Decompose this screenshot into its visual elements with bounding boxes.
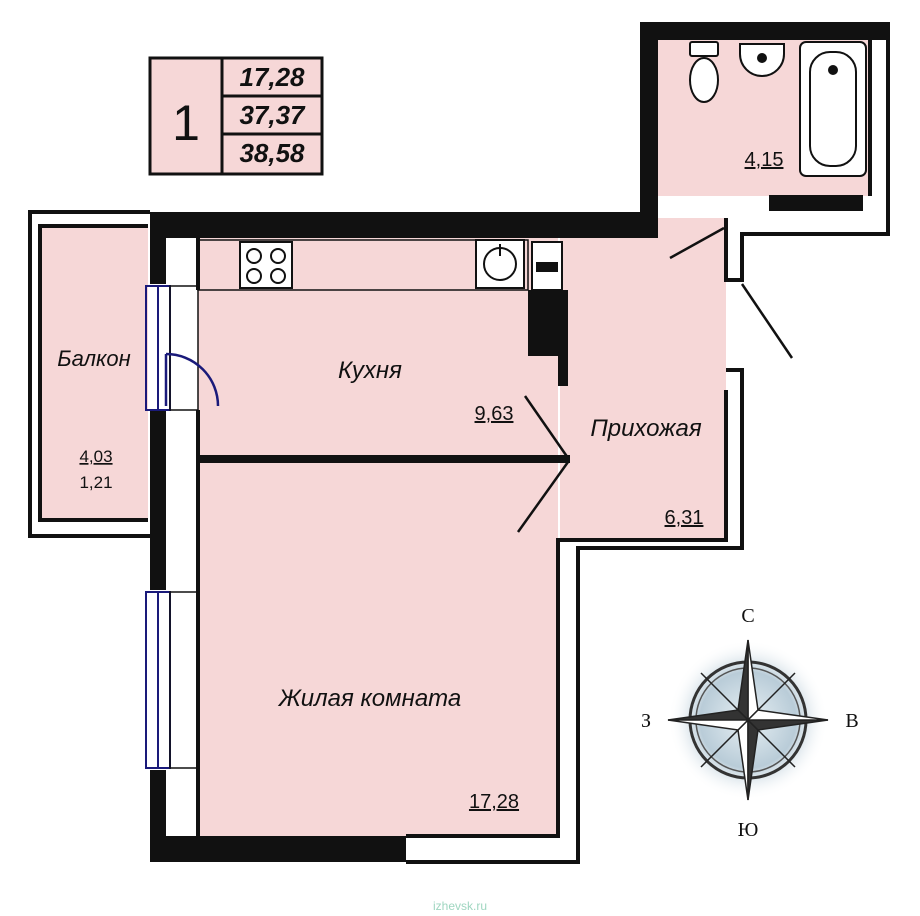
rooms-count: 1 — [172, 95, 200, 151]
bathtub-icon — [799, 41, 867, 177]
living-room-floor — [198, 462, 558, 836]
kitchen-area: 9,63 — [475, 403, 514, 425]
balcony-name: Балкон — [57, 346, 130, 371]
living-room-area: 17,28 — [469, 791, 519, 813]
compass-south: Ю — [738, 819, 759, 841]
room-fills — [40, 40, 870, 836]
living-room-name: Жилая комната — [278, 685, 461, 712]
balcony-reduced-area: 1,21 — [79, 473, 112, 492]
bathroom-door — [669, 226, 725, 260]
balcony-door-swing — [165, 352, 220, 407]
balcony-floor — [40, 226, 148, 520]
living-area-value: 17,28 — [239, 62, 305, 92]
stove-icon — [239, 241, 293, 289]
total-area-balcony-value: 38,58 — [239, 138, 305, 168]
compass-east: В — [845, 710, 858, 732]
balcony-area: 4,03 — [79, 447, 112, 466]
total-area-value: 37,37 — [239, 100, 306, 130]
toilet-icon — [689, 41, 719, 103]
room-labels: Кухня 9,63 Прихожая 6,31 Жилая комната 1… — [57, 149, 783, 813]
kitchen-door — [523, 395, 570, 459]
doors — [164, 226, 794, 533]
bathroom-fixtures — [689, 41, 867, 211]
hall-floor — [560, 218, 726, 540]
walls — [150, 22, 888, 862]
windows — [145, 285, 199, 769]
washbasin-icon — [739, 43, 785, 77]
living-door — [516, 461, 570, 533]
badge-frame — [148, 56, 324, 176]
entrance-door — [740, 283, 794, 359]
hall-name: Прихожая — [590, 415, 701, 442]
compass-rose: С Ю З В — [641, 605, 859, 841]
area-summary-badge: 1 17,28 37,37 38,58 — [148, 56, 324, 176]
compass-west: З — [641, 710, 651, 732]
kitchen-name: Кухня — [338, 357, 402, 384]
sink-icon — [475, 239, 525, 289]
hall-area: 6,31 — [665, 507, 704, 529]
compass-north: С — [741, 605, 754, 627]
watermark: izhevsk.ru — [433, 899, 487, 913]
kitchen-fixtures — [197, 239, 563, 291]
fridge-icon — [531, 241, 563, 291]
bathroom-area: 4,15 — [745, 149, 784, 171]
